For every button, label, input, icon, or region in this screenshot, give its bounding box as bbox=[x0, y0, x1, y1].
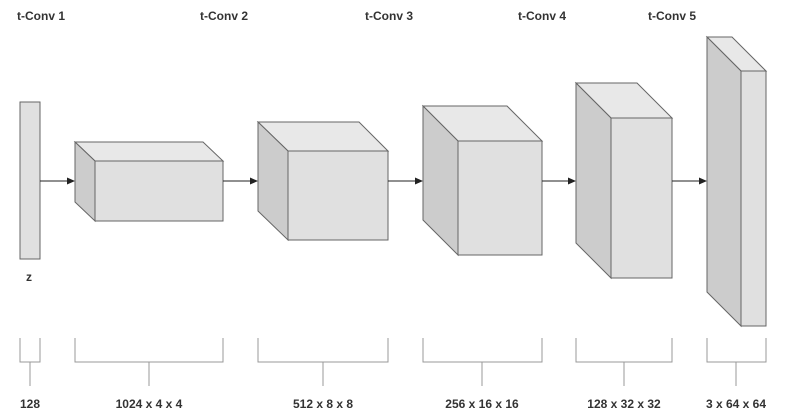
layer-title-3: t-Conv 3 bbox=[365, 9, 413, 23]
dimension-label-3: 512 x 8 x 8 bbox=[293, 397, 353, 411]
feature-block-2 bbox=[256, 120, 390, 242]
feature-block-5 bbox=[705, 35, 768, 328]
dimension-bracket-4 bbox=[422, 338, 543, 386]
layer-title-4: t-Conv 4 bbox=[518, 9, 566, 23]
dimension-bracket-5 bbox=[575, 338, 673, 386]
dimension-bracket-2 bbox=[74, 338, 224, 386]
input-vector bbox=[19, 101, 41, 260]
dimension-label-4: 256 x 16 x 16 bbox=[445, 397, 519, 411]
arrow-4 bbox=[542, 177, 576, 185]
layer-title-5: t-Conv 5 bbox=[648, 9, 696, 23]
dimension-bracket-6 bbox=[706, 338, 767, 386]
dimension-label-5: 128 x 32 x 32 bbox=[587, 397, 661, 411]
feature-block-3 bbox=[421, 104, 544, 257]
feature-block-4 bbox=[574, 81, 674, 280]
dimension-label-1: 128 bbox=[20, 397, 40, 411]
arrow-1 bbox=[40, 177, 75, 185]
arrow-2 bbox=[223, 177, 258, 185]
arrow-5 bbox=[672, 177, 707, 185]
arrow-3 bbox=[388, 177, 423, 185]
dimension-label-6: 3 x 64 x 64 bbox=[706, 397, 766, 411]
layer-title-1: t-Conv 1 bbox=[17, 9, 65, 23]
dimension-bracket-3 bbox=[257, 338, 389, 386]
input-label: z bbox=[26, 270, 32, 284]
dimension-label-2: 1024 x 4 x 4 bbox=[116, 397, 183, 411]
feature-block-1 bbox=[73, 140, 225, 223]
layer-title-2: t-Conv 2 bbox=[200, 9, 248, 23]
dimension-bracket-1 bbox=[19, 338, 41, 386]
